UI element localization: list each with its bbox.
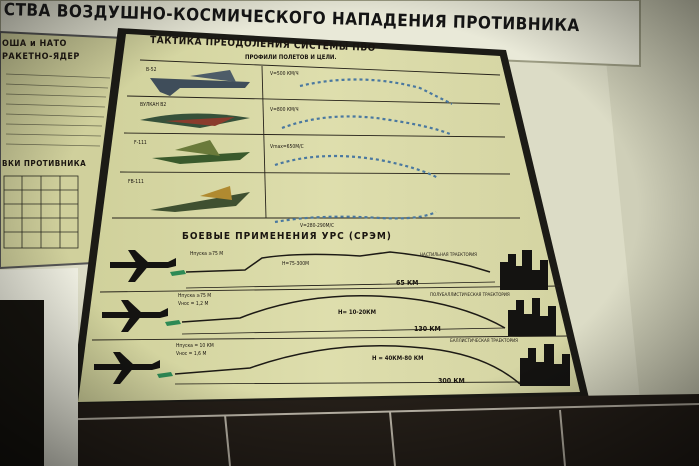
traj1-apex: Н=75-300М — [282, 261, 309, 267]
traj1-type: НАСТИЛЬНАЯ ТРАЕКТОРИЯ — [420, 253, 477, 258]
profile-note-4: V=280-290М/С — [300, 223, 335, 229]
traj2-speed: Vнос = 1,2 М — [178, 301, 209, 307]
traj2-type: ПОЛУБАЛЛИСТИЧЕСКАЯ ТРАЕКТОРИЯ — [430, 293, 510, 298]
left-panel-line2: РАКЕТНО-ЯДЕР — [2, 52, 80, 62]
traj1-launch: Hпуска ≥75 М — [190, 251, 224, 257]
profile-note-3: Vmax=650М/С — [270, 144, 304, 150]
aircraft-label-1: В-52 — [146, 67, 157, 73]
traj3-range: 300 КМ — [438, 377, 465, 385]
profile-note-2: V=800 КМ/Ч — [270, 107, 299, 113]
profile-note-1: V=500 КМ/Ч — [270, 71, 299, 77]
board-subtitle: ПРОФИЛИ ПОЛЕТОВ И ЦЕЛИ. — [245, 54, 337, 61]
left-panel-line1: ОША и НАТО — [2, 39, 67, 49]
traj2-apex: Н= 10-20КМ — [338, 309, 376, 316]
traj3-type: БАЛЛИСТИЧЕСКАЯ ТРАЕКТОРИЯ — [450, 339, 518, 344]
traj2-range: 130 КМ — [414, 325, 441, 333]
left-panel-section: ВКИ ПРОТИВНИКА — [2, 159, 87, 168]
aircraft-label-2: ВУЛКАН В2 — [140, 102, 167, 108]
traj3-apex: Н = 40КМ-80 КМ — [372, 355, 424, 362]
section2-title: БОЕВЫЕ ПРИМЕНЕНИЯ УРС (СРЭМ) — [182, 231, 392, 242]
traj2-launch: Hпуска ≥75 М — [178, 293, 212, 299]
aircraft-label-4: FB-111 — [128, 179, 144, 185]
traj1-range: 65 КМ — [396, 279, 419, 287]
traj3-launch: Hпуска = 10 КМ — [176, 343, 214, 349]
aircraft-label-3: F-111 — [134, 140, 147, 146]
traj3-speed: Vнос = 1,6 М — [176, 351, 207, 357]
